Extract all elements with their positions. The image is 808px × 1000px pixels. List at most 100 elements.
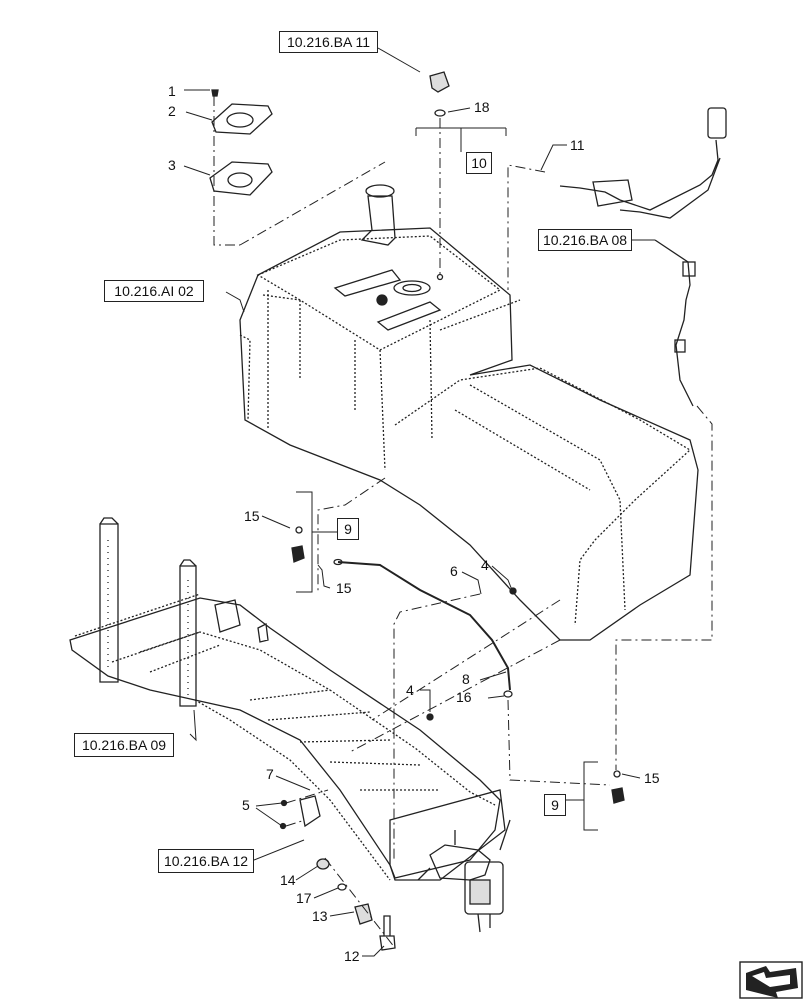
harness-sensor [707,107,727,139]
leader-ai02 [225,291,245,313]
cl-hardware [324,857,396,949]
tank-fitting-hole [436,273,444,281]
callout-18: 18 [474,99,490,115]
bracket-10 [415,127,507,152]
gasket-upper [211,103,273,135]
tank-neck [360,195,396,246]
callout-16: 16 [456,689,472,705]
tank-body-outline [239,227,699,641]
harness-wire [559,139,721,219]
gasket-lower-hole [227,172,253,188]
washer-item-17 [337,883,347,891]
cl-fitting-upper [317,477,386,592]
center-lines [213,96,713,949]
filter-fittings [417,819,511,881]
leader-3 [183,165,211,176]
leader-17 [313,887,339,899]
callout-5: 5 [242,797,250,813]
leader-ba09 [189,709,197,742]
leader-15c [621,773,641,779]
filter-head [429,844,491,881]
callout-1: 1 [168,83,176,99]
harness-connector [592,179,633,207]
harness-branch [654,239,694,407]
leader-7 [275,775,311,791]
cl-diag-1 [349,639,561,753]
fuel-line-fitting [333,558,343,566]
callout-4-lower: 4 [406,682,414,698]
leader-16 [487,695,505,699]
frame-bracket [69,517,506,881]
leader-6 [461,571,482,595]
ref-label-ba11[interactable]: 10.216.BA 11 [279,31,378,53]
filter-bowl-band [469,879,491,905]
clip-item-15-lower [613,770,621,778]
cl-gasket-tank [239,161,386,246]
frame-post-right [179,565,197,707]
leader-4a [491,565,513,591]
leader-ba12 [253,839,305,861]
tank-top-face [256,235,502,351]
fuel-fitting [429,71,450,117]
gasket-lower [209,161,273,196]
cl-gasket [213,96,240,246]
leader-4b [420,689,431,712]
leader-ba11 [377,47,421,73]
callout-15-mid: 15 [336,580,352,596]
item-box-9-upper: 9 [337,518,359,540]
callout-3: 3 [168,157,176,173]
ref-label-ba08[interactable]: 10.216.BA 08 [538,229,632,251]
tank-ridge-2 [429,299,521,441]
cl-fuel-line [393,593,481,860]
leader-11 [540,144,567,171]
tank-neck-cap [365,184,395,198]
tank-lower-step [394,367,692,626]
bolt-item-5b [279,822,287,830]
filter-drain [477,913,491,933]
nut-item-4-upper [509,587,517,595]
harness-plug-2 [674,339,686,353]
ref-label-ba12[interactable]: 10.216.BA 12 [158,849,254,873]
screw-item-1 [211,89,219,97]
sender-gaskets [209,89,273,196]
arrow-back-icon[interactable] [739,961,803,999]
frame-post-right-top [179,559,197,567]
tank-top-panel-1 [333,269,402,297]
leader-lines [183,47,655,957]
leader-13 [329,911,355,917]
nut-item-4-lower [426,713,434,721]
bracket-9-upper [296,491,337,593]
leader-15a [261,515,291,529]
bracket-item-7 [299,795,321,828]
callout-15-upper: 15 [244,508,260,524]
callout-2: 2 [168,103,176,119]
leader-18 [447,107,471,113]
frame-top-edge [74,593,496,806]
frame-post-holes [107,540,189,695]
frame-post-left-top [99,517,119,525]
tank-sender-port-inner [402,283,422,293]
o-ring-item-18 [434,109,446,117]
nav-arrow-highlight [752,972,790,987]
frame-side-curve [194,699,391,881]
callout-4-upper: 4 [481,557,489,573]
bolt-item-12 [379,915,396,951]
tank-face-details [239,290,301,430]
clip-item-16 [503,690,513,698]
callout-17: 17 [296,890,312,906]
leader-8 [479,671,507,681]
cl-tank-right [615,405,713,770]
gasket-upper-hole [226,112,254,128]
ref-label-ba09[interactable]: 10.216.BA 09 [74,733,174,757]
ref-label-ai02[interactable]: 10.216.AI 02 [104,280,204,302]
bracket-9-lower [566,761,598,831]
wiring-harness [559,107,727,407]
leader-12 [362,945,385,957]
leader-2 [185,111,213,121]
clip-item-15-upper [295,526,303,534]
fitting-item-15-upper [291,545,305,563]
callout-7: 7 [266,766,274,782]
nut-item-14 [316,858,330,870]
tank-breather-port [376,294,388,306]
